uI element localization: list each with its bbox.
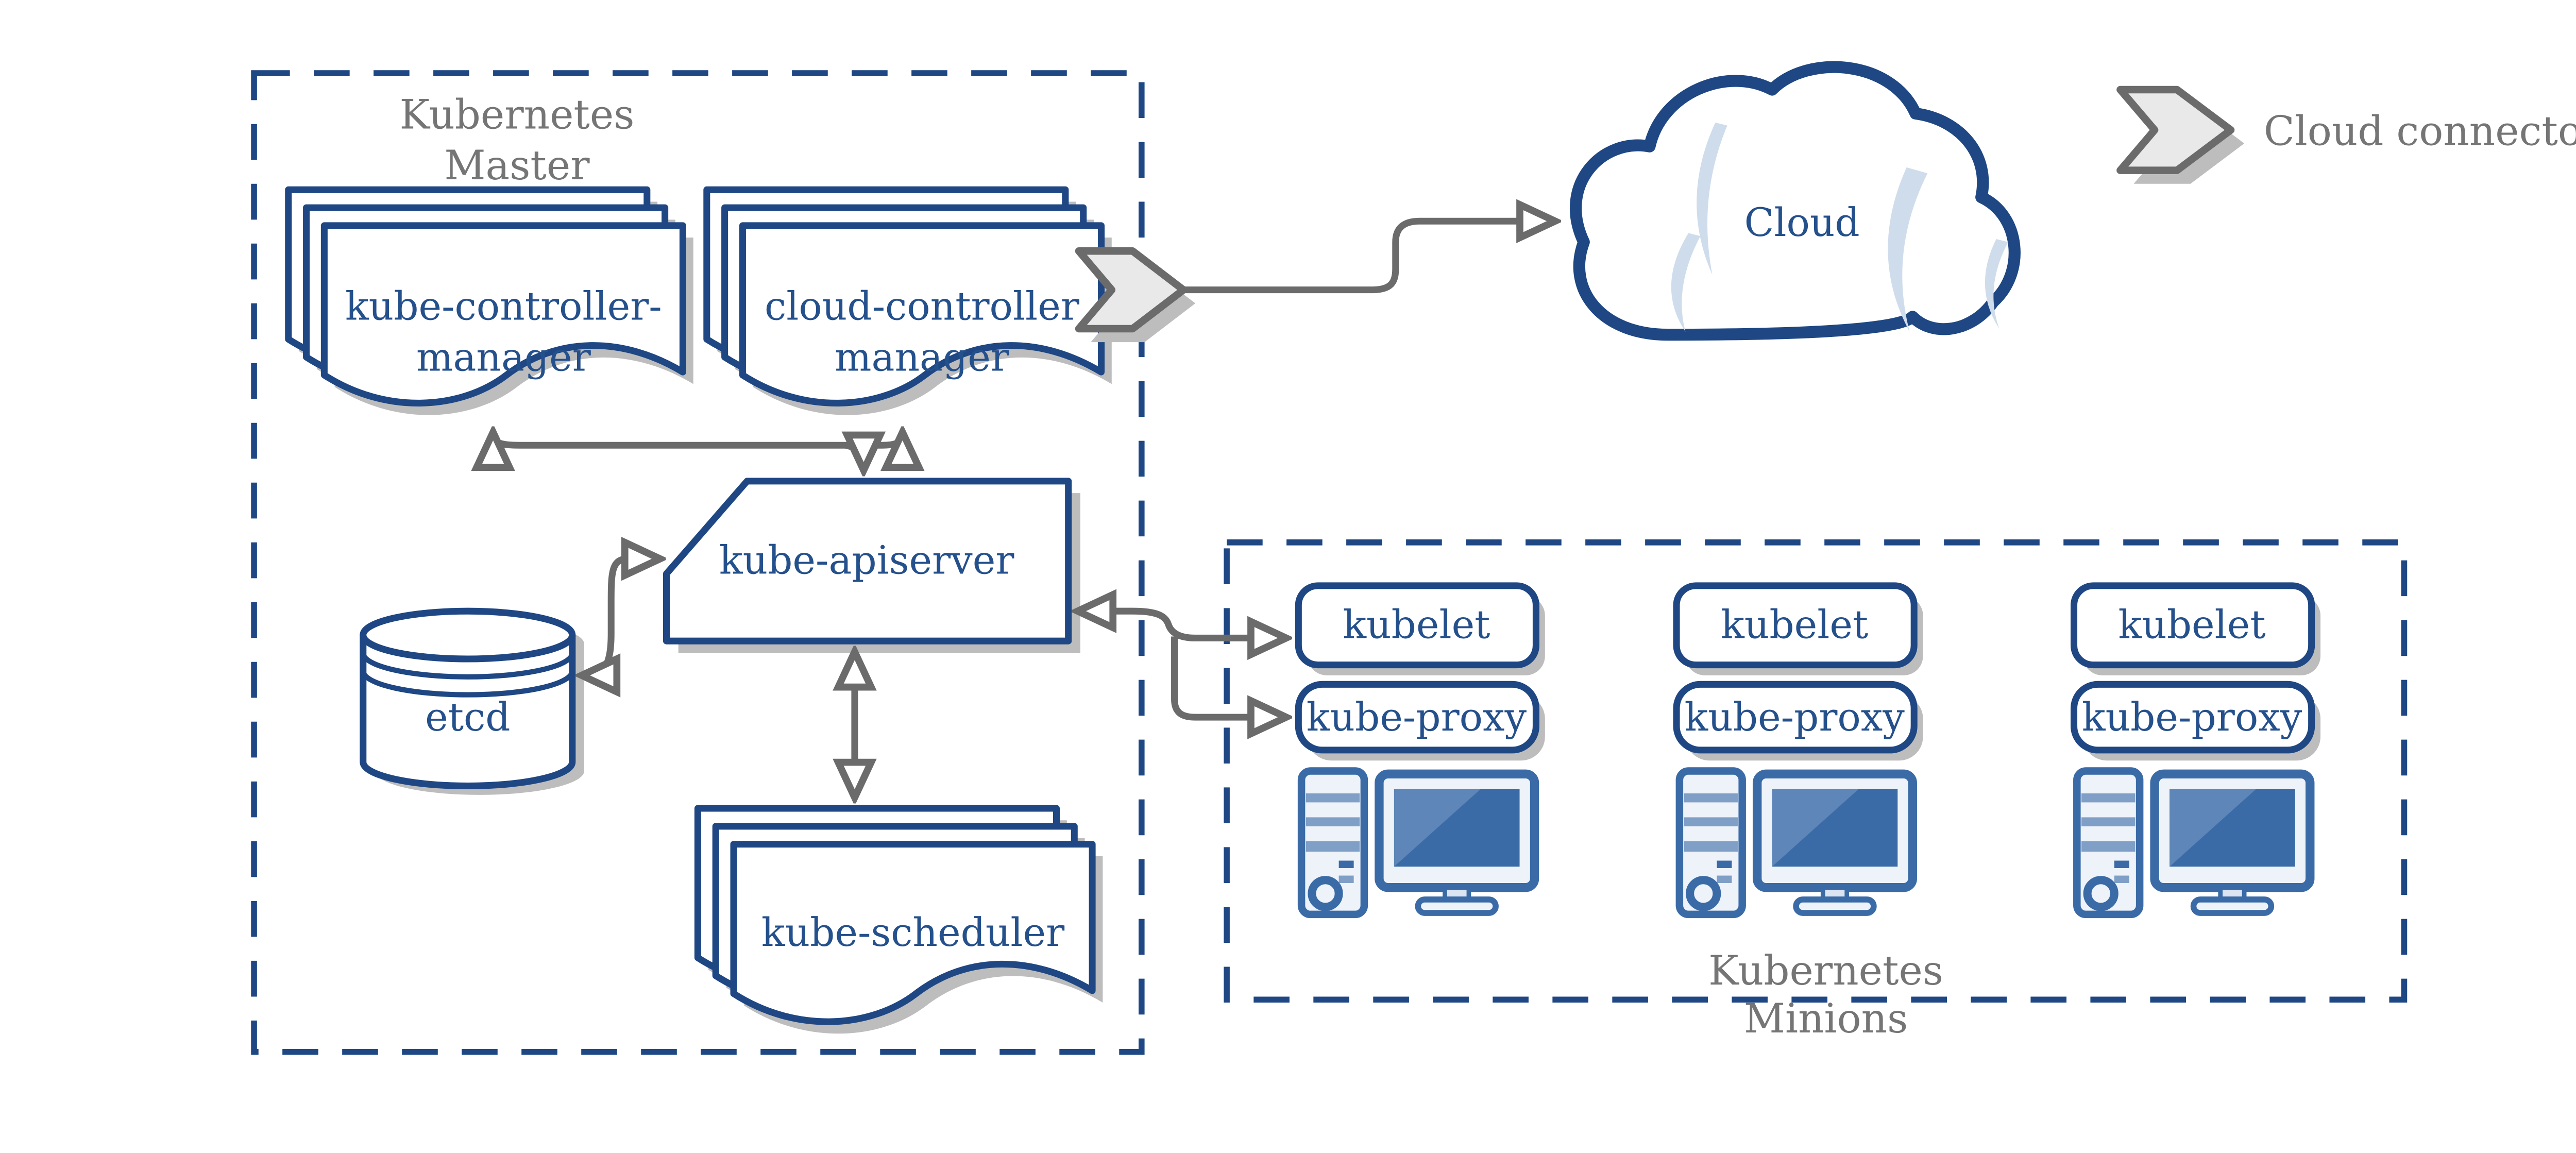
master-dashed-border xyxy=(251,70,1145,1055)
kube-proxy-box-3 xyxy=(2070,681,2315,754)
arrow-junction-to-apiserver-top xyxy=(846,445,864,469)
kubelet-box-3 xyxy=(2070,582,2315,669)
kube-apiserver-box: kube-apiserver xyxy=(663,478,1080,653)
legend-cloud-connector-icon xyxy=(2116,86,2235,174)
master-title-line1: Kubernetes xyxy=(400,91,635,138)
legend-cloud-connector-label: Cloud connector xyxy=(2264,108,2576,155)
kubernetes-architecture-diagram: Kubernetes Master kube-controller- manag… xyxy=(251,61,2576,1055)
cloud-highlight-2 xyxy=(1671,233,1701,332)
kube-controller-manager-stack: kube-controller- manager xyxy=(289,190,693,415)
legend-cloud-connector: Cloud connector xyxy=(2116,86,2576,184)
kubelet-label-2: kubelet xyxy=(1721,602,1868,647)
cloud-controller-manager-stack: cloud-controller manager xyxy=(707,190,1112,415)
arrow-apiserver-kubelet xyxy=(1079,611,1285,638)
kube-scheduler-stack: kube-scheduler xyxy=(698,808,1103,1033)
arrow-apiserver-kube-proxy xyxy=(1171,636,1285,717)
minions-title-line1: Kubernetes xyxy=(1708,947,1943,994)
kubelet-label-3: kubelet xyxy=(2119,602,2266,647)
computer-icon-3 xyxy=(2077,771,2310,914)
kubernetes-master-group: Kubernetes Master kube-controller- manag… xyxy=(251,70,1196,1055)
cloud-highlight-4 xyxy=(1985,239,2008,329)
computer-icon-1 xyxy=(1301,771,1534,914)
etcd-cylinder: etcd xyxy=(360,607,584,795)
cloud-highlight-1 xyxy=(1697,122,1727,275)
kube-scheduler-label: kube-scheduler xyxy=(761,910,1065,955)
kube-apiserver-label: kube-apiserver xyxy=(719,538,1014,583)
minion-node-1: kubelet kube-proxy xyxy=(1295,582,1545,914)
kube-proxy-box-2 xyxy=(1673,681,1918,754)
cloud-controller-manager-label-line1: cloud-controller xyxy=(765,284,1080,329)
minions-title-line2: Minions xyxy=(1744,995,1908,1042)
kubelet-box-2 xyxy=(1673,582,1918,669)
kube-controller-manager-label-line1: kube-controller- xyxy=(345,284,662,329)
computer-icon-2 xyxy=(1680,771,1912,914)
cloud-connector-icon xyxy=(1075,247,1196,343)
minion-node-2: kubelet kube-proxy xyxy=(1673,582,1923,914)
cloud-controller-manager-label-line2: manager xyxy=(835,334,1010,380)
kubelet-label-1: kubelet xyxy=(1343,602,1490,647)
cloud-label: Cloud xyxy=(1744,200,1860,245)
kubernetes-minions-group: kubelet kube-proxy kubelet kube-proxy ku… xyxy=(1224,539,2408,1003)
kube-proxy-label-2: kube-proxy xyxy=(1684,694,1905,740)
arrow-apiserver-etcd xyxy=(583,559,659,675)
minions-dashed-border xyxy=(1224,539,2408,1003)
kubelet-box-1 xyxy=(1295,582,1539,669)
master-title-line2: Master xyxy=(444,142,590,189)
kube-proxy-label-3: kube-proxy xyxy=(2082,694,2302,740)
cloud-highlight-3 xyxy=(1888,167,1928,332)
arrow-apiserver-to-controller-managers xyxy=(493,433,903,445)
etcd-label: etcd xyxy=(425,694,510,740)
cloud-shape: Cloud xyxy=(1569,61,2021,341)
arrow-connector-to-cloud xyxy=(1183,221,1554,294)
kube-proxy-box-1 xyxy=(1295,681,1539,754)
kube-proxy-label-1: kube-proxy xyxy=(1307,694,1527,740)
kube-controller-manager-label-line2: manager xyxy=(416,334,591,380)
minion-node-3: kubelet kube-proxy xyxy=(2070,582,2321,914)
connectors xyxy=(493,221,1554,796)
